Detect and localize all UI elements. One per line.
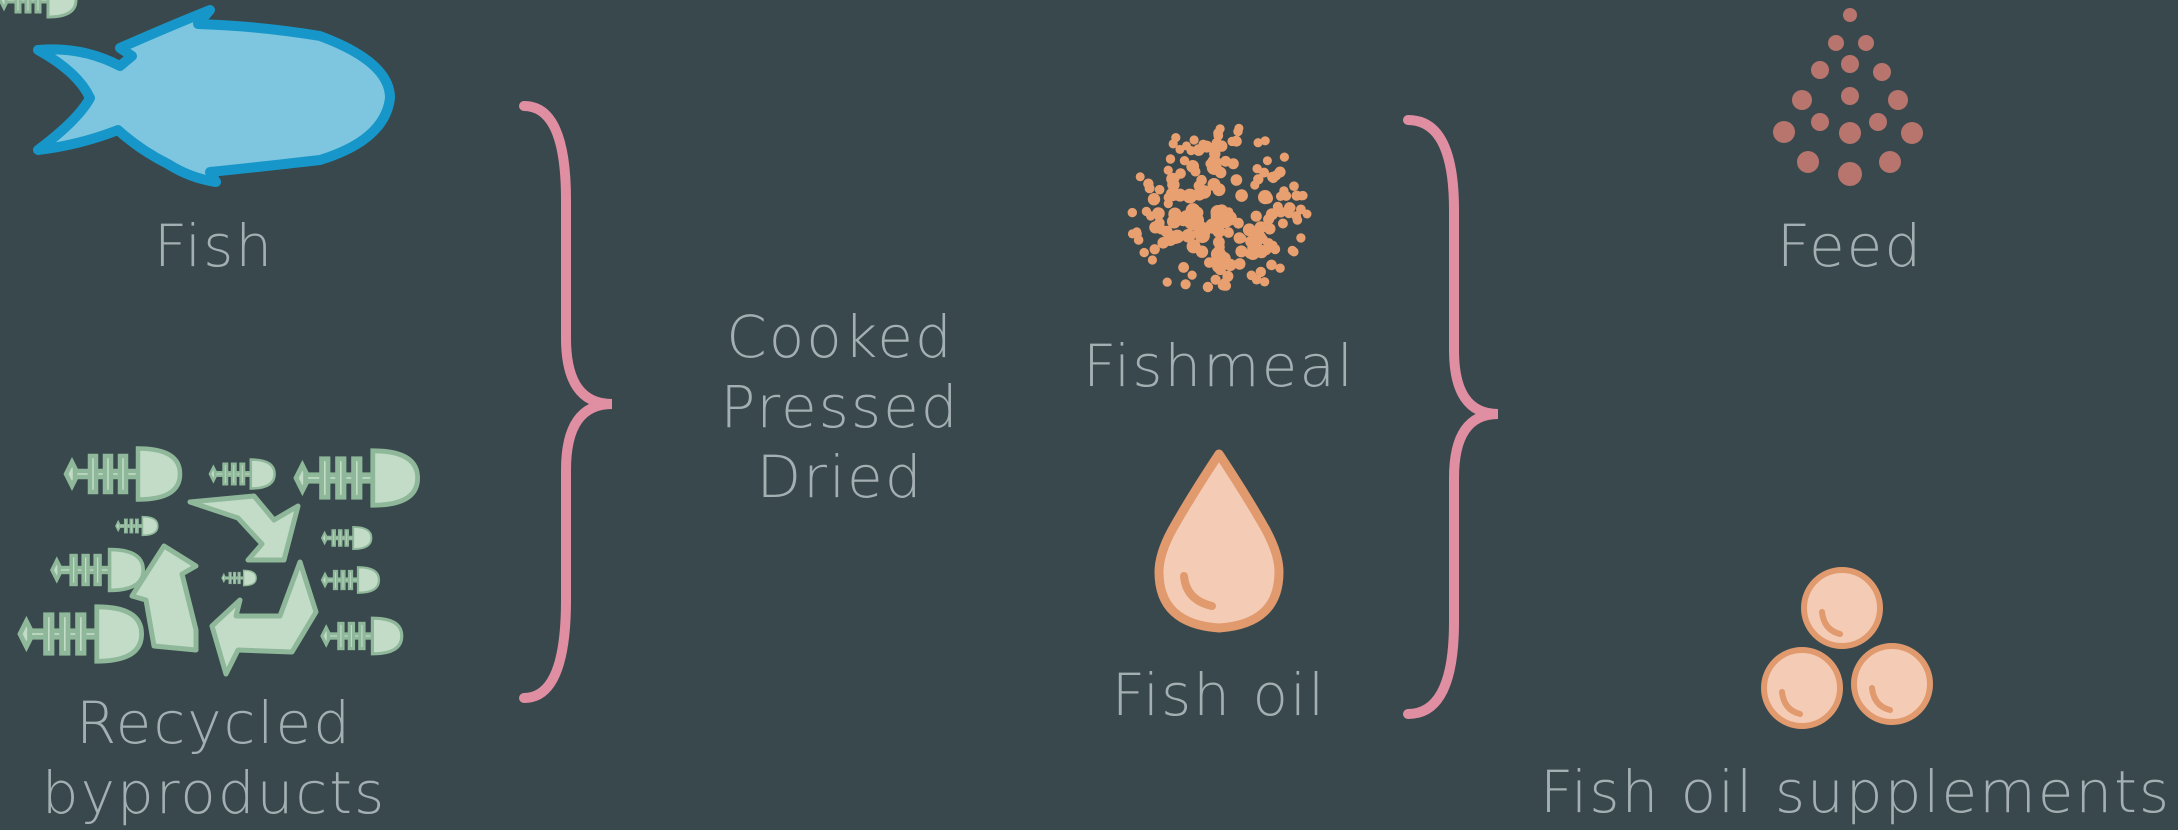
- label-recycled-byproducts: Recycled byproducts: [14, 688, 414, 828]
- label-recycled-line2: byproducts: [14, 758, 414, 828]
- label-fish: Fish: [114, 211, 314, 281]
- label-fish-oil: Fish oil: [1069, 660, 1369, 730]
- step-cooked: Cooked: [690, 302, 990, 372]
- right-brace: [1408, 120, 1498, 714]
- left-brace: [524, 106, 612, 698]
- step-pressed: Pressed: [690, 372, 990, 442]
- fish-icon: [38, 10, 390, 182]
- process-steps: Cooked Pressed Dried: [690, 302, 990, 512]
- fishmeal-icon: [1128, 124, 1312, 292]
- label-recycled-line1: Recycled: [14, 688, 414, 758]
- feed-pellets-icon: [1773, 8, 1923, 186]
- label-fish-oil-supplements: Fish oil supplements: [1540, 757, 2160, 827]
- fish-oil-drop-icon: [1159, 454, 1279, 628]
- supplements-icon: [1764, 570, 1930, 726]
- label-fishmeal: Fishmeal: [1069, 331, 1369, 401]
- step-dried: Dried: [690, 442, 990, 512]
- label-feed: Feed: [1750, 211, 1950, 281]
